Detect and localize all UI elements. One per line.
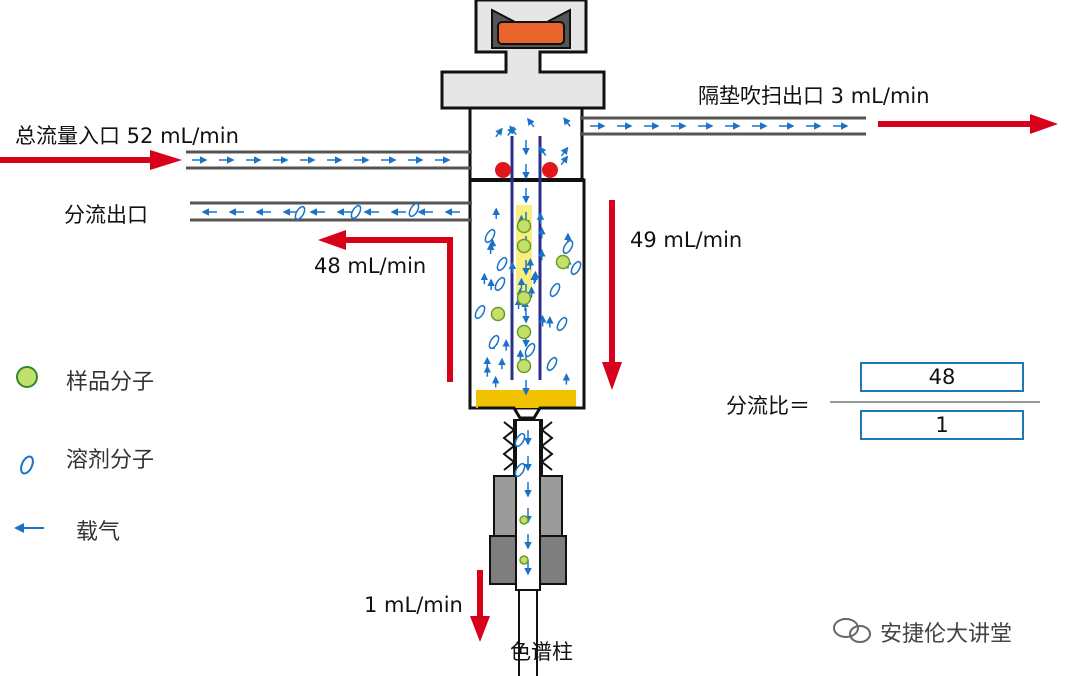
sample-molecule [490, 306, 506, 322]
split-flow-arrow [318, 230, 453, 382]
sample-molecule [555, 254, 571, 270]
down-flow-label: 49 mL/min [630, 228, 743, 252]
sample-molecule [516, 238, 532, 254]
solvent-molecule [514, 462, 526, 478]
solvent-legend-icon [20, 455, 34, 475]
down-flow-arrow [602, 200, 622, 390]
carrier-arrow [560, 146, 569, 157]
column-label: 色谱柱 [510, 640, 573, 664]
solvent-molecule [294, 205, 306, 221]
carrier-arrow [495, 127, 503, 138]
carrier-arrow [509, 125, 517, 136]
inlet-pipe [186, 150, 472, 170]
solvent-molecule [570, 260, 582, 276]
solvent-molecule [488, 334, 500, 350]
sample-molecule [516, 324, 532, 340]
column-flow-arrow [470, 570, 490, 642]
carrier-arrow [538, 146, 547, 156]
ratio-denominator: 1 [860, 410, 1024, 440]
sample-legend-icon [16, 366, 38, 388]
total-inlet-arrow [0, 150, 182, 170]
solvent-molecule [524, 342, 536, 358]
carrier-arrow [560, 155, 569, 166]
solvent-molecule [350, 204, 362, 220]
legend-carrier-label: 载气 [76, 520, 121, 545]
sample-molecule [516, 358, 532, 374]
solvent-molecule [562, 239, 574, 255]
carrier-arrow [527, 117, 535, 128]
solvent-molecules [294, 202, 582, 478]
solvent-molecule [408, 202, 420, 218]
watermark: 安捷伦大讲堂 [880, 622, 1013, 647]
solvent-molecule [514, 432, 526, 448]
sample-molecule [516, 218, 532, 234]
column-flow-label: 1 mL/min [364, 593, 463, 617]
solvent-molecule [494, 276, 506, 292]
septum-purge-label: 隔垫吹扫出口 3 mL/min [698, 84, 930, 108]
solvent-molecule [546, 356, 558, 372]
septum-purge-arrow [878, 114, 1058, 134]
sample-molecule [519, 555, 529, 565]
septum [497, 21, 565, 45]
o-ring-left [495, 162, 511, 178]
ratio-numerator: 48 [860, 362, 1024, 392]
legend-solvent-label: 溶剂分子 [66, 448, 155, 473]
split-ratio-label: 分流比＝ [726, 394, 810, 418]
legend-sample-label: 样品分子 [66, 370, 155, 395]
o-ring-right [542, 162, 558, 178]
sample-molecule [516, 290, 532, 306]
total-inlet-label: 总流量入口 52 mL/min [15, 124, 239, 148]
gold-seal [476, 390, 576, 420]
solvent-molecule [484, 228, 496, 244]
sample-molecule [519, 515, 529, 525]
carrier-arrow [563, 117, 571, 127]
split-outlet-label: 分流出口 [64, 203, 148, 227]
wechat-icon [833, 618, 871, 643]
solvent-molecule [556, 316, 568, 332]
split-flow-label: 48 mL/min [314, 254, 427, 278]
solvent-molecule [496, 256, 508, 272]
split-outlet-pipe [190, 201, 472, 222]
septum-nut [440, 0, 606, 110]
solvent-molecule [474, 304, 486, 320]
solvent-molecule [549, 282, 561, 298]
sample-molecules [490, 218, 571, 565]
septum-purge-pipe [580, 116, 866, 136]
